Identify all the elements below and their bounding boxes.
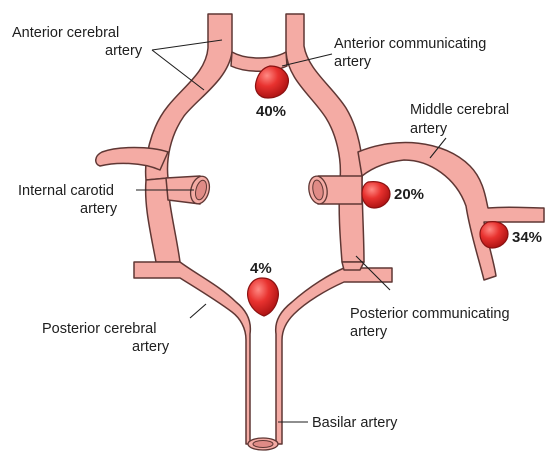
middle-cerebral-proximal-percent: 20% (394, 186, 424, 203)
anterior-cerebral-label-line1: Anterior cerebral (12, 25, 119, 41)
middle-cerebral-label-line1: Middle cerebral (410, 102, 509, 118)
basilar-tip-percent: 4% (250, 260, 272, 277)
left-internal-carotid-curl (96, 148, 168, 171)
middle-cerebral-proximal-aneurysm (362, 182, 390, 208)
posterior-communicating-vessel (342, 262, 364, 270)
internal-carotid-label-line2: artery (80, 201, 118, 217)
anterior-cerebral-label-line2: artery (105, 43, 143, 59)
anterior-communicating-label-line1: Anterior communicating (334, 36, 486, 52)
anterior-communicating-label: Anterior communicating artery (334, 36, 486, 70)
middle-cerebral-vessel (358, 143, 544, 280)
anterior-cerebral-label: Anterior cerebral artery (12, 25, 143, 59)
posterior-communicating-label-line1: Posterior communicating (350, 306, 510, 322)
internal-carotid-label: Internal carotid artery (18, 183, 118, 217)
middle-cerebral-label: Middle cerebral artery (410, 102, 509, 137)
basilar-lumen (248, 438, 278, 450)
anterior-communicating-label-line2: artery (334, 54, 372, 70)
posterior-cerebral-label: Posterior cerebral artery (42, 321, 170, 355)
basilar-artery-label: Basilar artery (312, 415, 398, 431)
basilar-tip-aneurysm (248, 278, 279, 316)
anterior-communicating-percent: 40% (256, 103, 286, 120)
vessel-network (96, 14, 544, 450)
posterior-communicating-label: Posterior communicating artery (350, 306, 510, 340)
posterior-communicating-label-line2: artery (350, 324, 388, 340)
middle-cerebral-bifurcation-aneurysm (480, 222, 508, 248)
internal-carotid-label-line1: Internal carotid (18, 183, 114, 199)
posterior-cerebral-label-line1: Posterior cerebral (42, 321, 156, 337)
posterior-cerebral-label-line2: artery (132, 339, 170, 355)
middle-cerebral-label-line2: artery (410, 121, 448, 137)
middle-cerebral-bifurcation-percent: 34% (512, 229, 542, 246)
